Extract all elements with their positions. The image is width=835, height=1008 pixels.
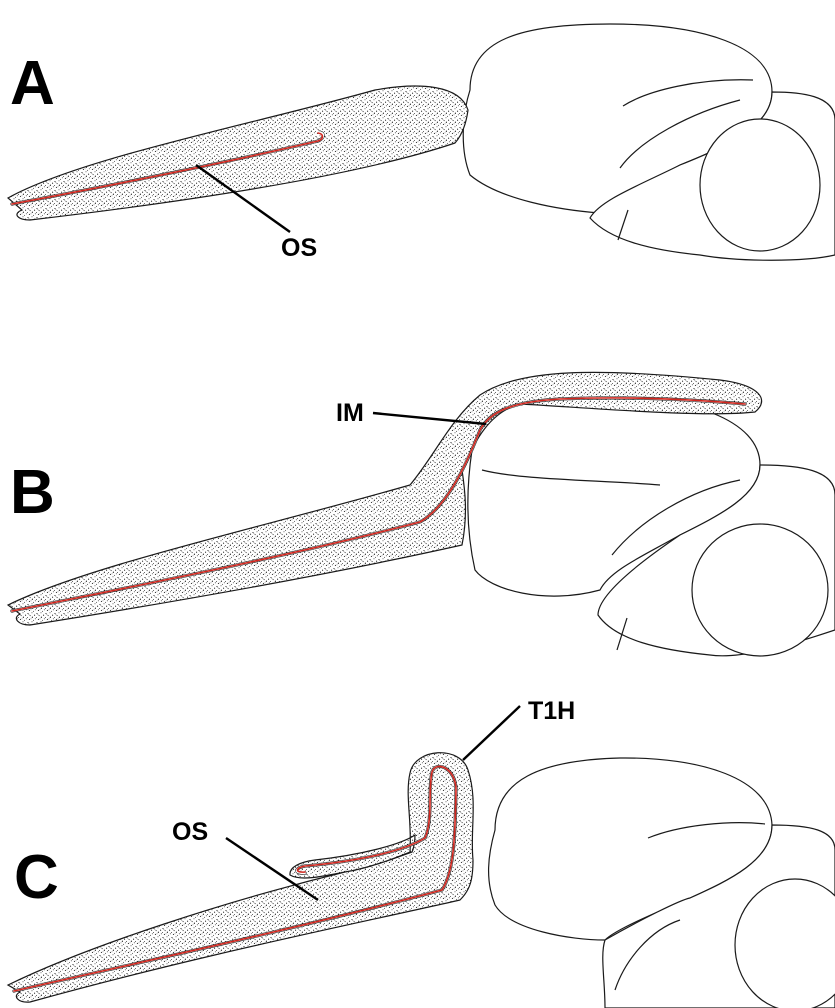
label-im-b: IM bbox=[336, 399, 364, 427]
panel-letter-c: C bbox=[14, 843, 59, 912]
panel-letter-a: A bbox=[10, 49, 55, 118]
leader-t1h-c bbox=[463, 706, 520, 760]
label-os-a: OS bbox=[281, 234, 317, 262]
panel-a: A OS bbox=[8, 24, 835, 262]
panel-c: C T1H OS bbox=[8, 697, 835, 1008]
label-os-c: OS bbox=[172, 818, 208, 846]
label-t1h-c: T1H bbox=[528, 697, 575, 725]
ovipositor-c bbox=[8, 753, 473, 1002]
panel-letter-b: B bbox=[10, 458, 55, 527]
wasp-head bbox=[489, 758, 835, 1008]
wasp-head bbox=[468, 395, 835, 656]
panel-b: B IM bbox=[8, 372, 835, 656]
ovipositor-a bbox=[8, 86, 468, 220]
wasp-head bbox=[463, 24, 835, 260]
